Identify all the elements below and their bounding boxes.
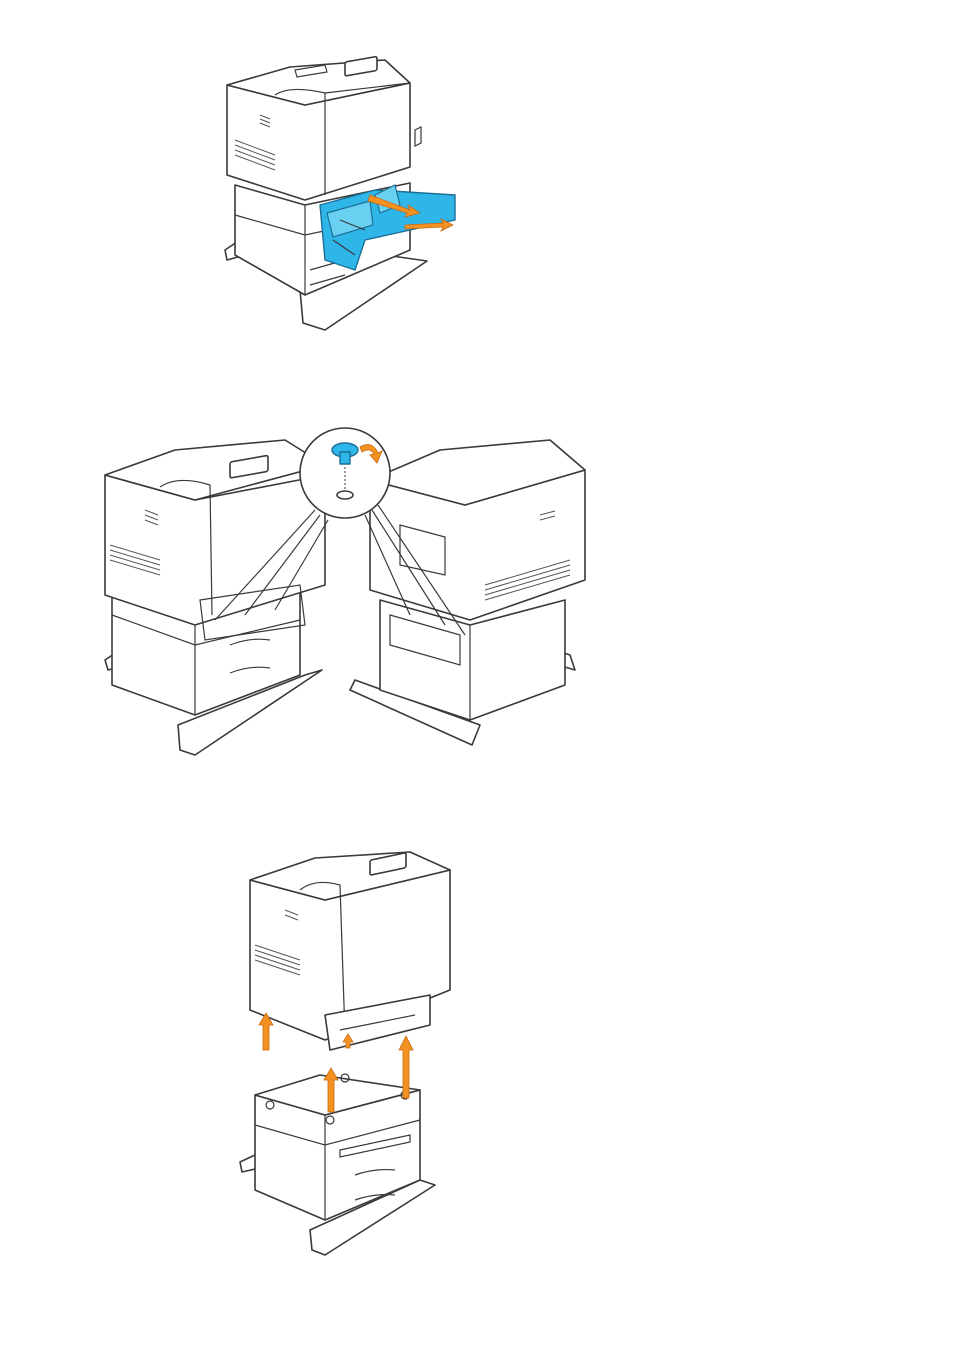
- figure-remove-tray: [215, 55, 465, 340]
- paper-feeder: [240, 1074, 435, 1255]
- left-printer: [105, 440, 325, 755]
- printer-lift-illustration: [230, 850, 460, 1260]
- printer-with-tray-illustration: [215, 55, 465, 340]
- printer-lifted: [250, 852, 450, 1050]
- figure-remove-screws: [100, 425, 590, 760]
- printers-screws-illustration: [100, 425, 590, 760]
- figure-lift-printer: [230, 850, 460, 1260]
